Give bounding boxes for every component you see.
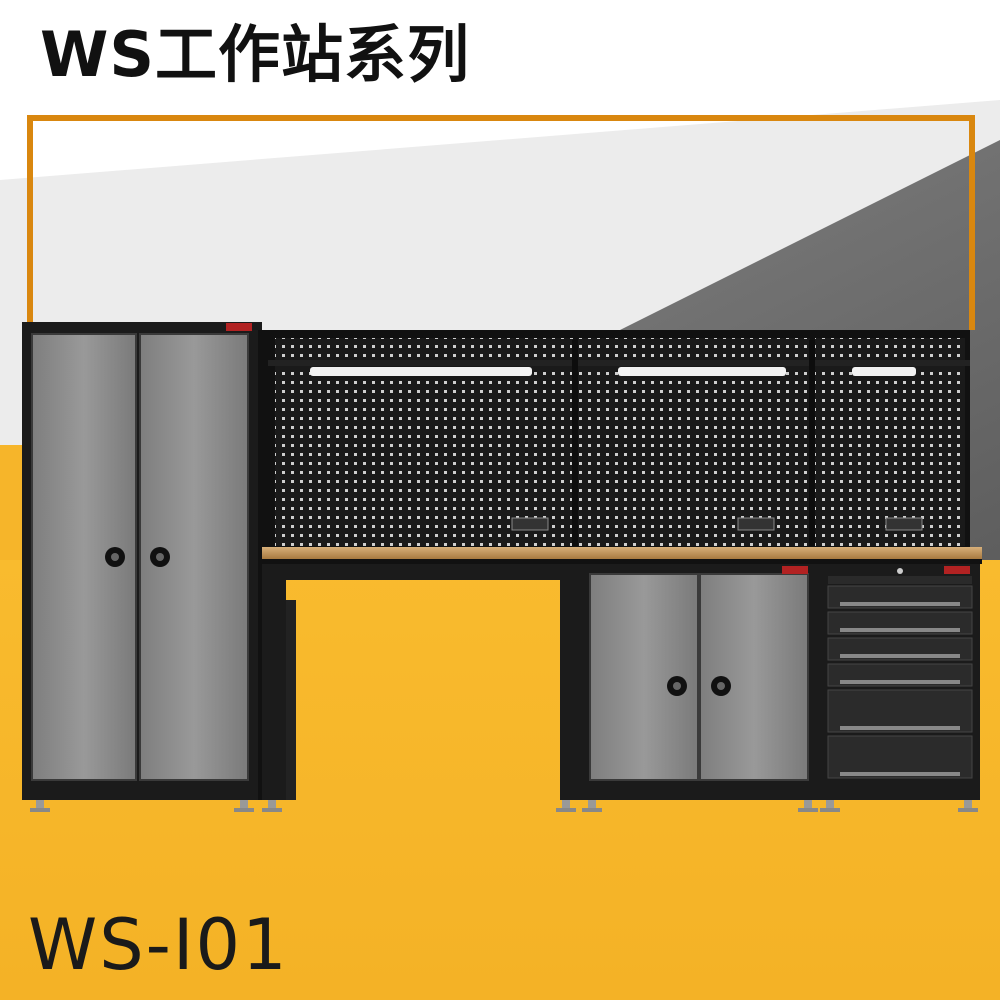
accent-frame [27, 115, 975, 330]
led-light-bar-icon [310, 367, 532, 376]
page-title: WS工作站系列 [40, 18, 471, 91]
tall-cabinet [22, 322, 268, 812]
product-model-label: WS-I01 [28, 904, 289, 986]
brand-badge-icon [226, 323, 252, 331]
bench-frame [262, 564, 582, 812]
led-light-bar-icon [852, 367, 916, 376]
base-cabinet-middle [582, 564, 820, 812]
pegboard-icon [268, 330, 970, 552]
brand-badge-icon [782, 566, 808, 574]
base-cabinet-right-door [699, 573, 809, 781]
drawer-cabinet [820, 564, 980, 812]
brand-badge-icon [944, 566, 970, 574]
drawer [827, 689, 973, 733]
worktop-wood [262, 547, 982, 559]
drawer [827, 735, 973, 779]
led-light-bar-icon [618, 367, 786, 376]
base-cabinet-left-door [589, 573, 699, 781]
